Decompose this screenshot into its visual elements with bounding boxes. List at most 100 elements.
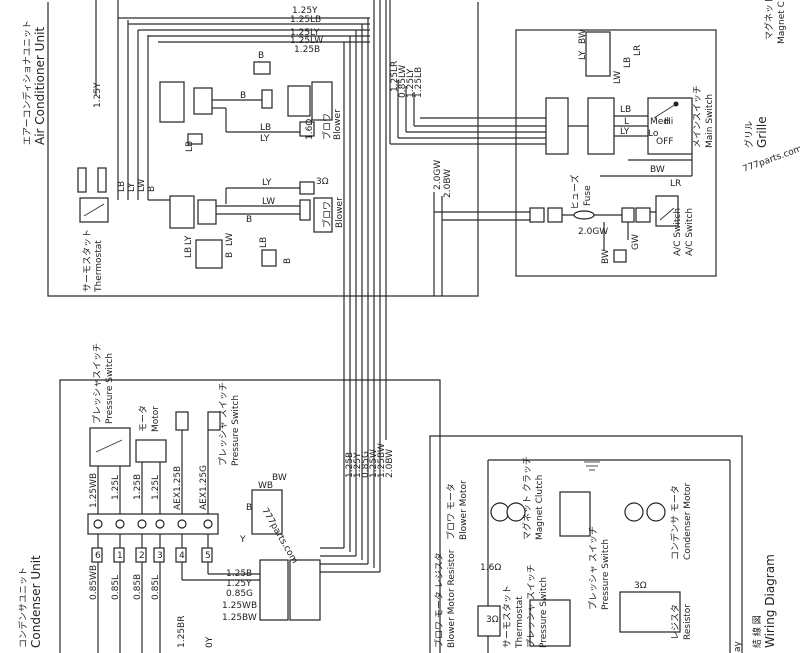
wiring-title-en: Wiring Diagram [763,554,777,648]
ac-unit-label-jp: エアーコンディショナユニット [21,20,33,145]
magnet-label-en: Magnet C [777,1,787,44]
terminal-number: 3 [157,551,163,561]
wire-label: 0.85WB [89,565,99,600]
wire-label: 1.25LR [390,61,400,92]
wire-label: 2.0GW [578,227,608,237]
pressure-switch2-en: Pressure Switch [231,395,241,466]
grille-label-en: Grille [755,116,769,148]
resistor-value: 1.6Ω [305,119,315,140]
wire-code: LY [578,50,588,60]
wire-label: 1.25BW [377,443,387,478]
switch-position: Lo [648,129,659,139]
wire-label: 0.85G [226,589,253,599]
wire-code: LY [620,127,630,137]
wire-code: LB [620,105,631,115]
wire-code: LY [260,134,270,144]
wire-label: 1.25B [294,45,320,55]
main-switch-label-jp: メインスイッチ [692,85,703,148]
wire-label: 1.25WB [222,601,257,611]
magnet-clutch-label: Magnet Clutch [535,475,545,540]
wire-label: 0Y [205,636,215,648]
fuse-section: 2.0GW 2.0BW 2.0GW BW GW ヒューズ Fuse A/C Sw… [433,160,695,296]
motor-label-en: Motor [151,406,161,432]
wire-label: 1.25Y [353,452,363,478]
wire-code: B [246,503,252,513]
wire-code: B [246,215,252,225]
wire-label: 1.25LY [290,28,320,38]
wire-label: 0.85G [361,451,371,478]
condenser-motor-label-jp: コンデンサ モータ [669,485,681,560]
wire-label: 1.25B [226,569,252,579]
motor-label-jp: モータ [138,405,149,432]
pressure-switch-jp: プレッシャスイッチ [92,343,103,424]
resistor-value: 1.6Ω [480,563,501,573]
wire-label: 2.0GW [433,160,443,190]
resistor-value: 3Ω [634,581,647,591]
thermostat-label-en: Thermostat [94,240,104,293]
wire-code: LW [262,197,275,207]
terminal-number: 6 [95,551,101,561]
thermostat: サーモスタット Thermostat LB LY LW B [77,167,157,293]
fuse-label-en: Fuse [583,185,593,206]
terminal-number: 2 [139,551,145,561]
schematic-fragment: ay [733,640,743,652]
switch-position: Med [650,117,669,127]
condenser-label-jp: コンデンサユニット [17,567,29,648]
wire-label: 1.25LW [290,36,323,46]
switch-position: Hi [664,117,673,127]
harness-to-grille: 1.25LR 0.85LW 1.25LY 1.25LB [389,61,546,145]
wire-code: LB [184,247,194,258]
lower-trunk: 1.25B 1.25Y 0.85G 1.25W 1.25BW 2.0BW [320,440,395,573]
pressure-c-label-jp: プレッシャ スイッチ [588,526,599,610]
wire-label: 1.25Y [93,82,103,108]
resistor-value: 3Ω [486,615,499,625]
blower2-label-jp: ブロワ [321,201,333,228]
wire-label: 1.25LY [406,68,416,98]
main-switch-label-en: Main Switch [705,94,715,148]
wire-label: AEX1.25G [199,465,209,510]
wire-label: 0.85LW [398,65,408,98]
wire-label: 1.25BR [177,616,187,648]
resistor-b-label: Resistor [683,604,693,640]
ac-switch-label-jp: A/C Switch [673,208,683,256]
wire-code: BW [650,165,665,175]
wire-code: Y [239,535,246,545]
top-wire-labels: 1.25Y 1.25LB 1.25LY 1.25LW 1.25B 1.25Y [93,6,323,108]
wire-label: 1.25Y [226,579,252,589]
magnet-clutch-label-jp: マグネット クラッチ [521,456,533,540]
air-conditioner-unit: エアーコンディショナユニット Air Conditioner Unit [21,2,479,297]
wire-label: 1.25L [111,475,121,500]
ac-unit-label-en: Air Conditioner Unit [33,27,47,145]
upper-blower-section: B B LB LY LB 1.6Ω ブロワ Blower [159,51,343,152]
blower2-label-en: Blower [335,197,345,228]
wiring-title-jp: 結 線 図 [751,615,763,648]
condenser-components: 6 1 2 3 4 5 1.25WB 1.25L 1.25B 1.25L AEX… [87,343,321,653]
blower-motor-label: Blower Motor [459,480,469,540]
wire-code: LB [259,237,269,248]
wire-code: LY [262,178,272,188]
blower-motor-resistor-label-jp: ブロワ モータ レジスタ [433,552,445,648]
pressure-c-label: Pressure Switch [601,539,611,610]
wire-code: LW [137,179,147,192]
thermostat-b-label: Thermostat [515,596,525,649]
blower-label-jp: ブロワ [321,113,333,140]
switch-position: OFF [656,137,673,147]
wire-code: BW [578,29,588,44]
wire-code: WB [258,481,273,491]
wire-label: 1.25B [345,452,355,478]
wire-label: AEX1.25B [173,466,183,510]
wiring-diagram-title: 結 線 図 Wiring Diagram [751,554,777,648]
wire-code: BW [272,473,287,483]
main-switch: LY BW LW LB LR LB L LY BW LR Lo Med Hi O… [545,29,715,189]
wire-code: LB [117,181,127,192]
wire-label: 1.25B [133,474,143,500]
terminal-number: 1 [117,551,123,561]
resistor-value: 3Ω [316,177,329,187]
wire-label: 0.85L [111,575,121,600]
wire-code: B [147,186,157,192]
wire-label: 1.25BW [222,613,257,623]
wire-label: 0.85B [133,574,143,600]
wire-code: B [258,51,264,61]
top-trunk [95,0,391,440]
lower-blower-section: LY LW B 3Ω ブロワ Blower LB LY B LW LB B [148,177,345,269]
